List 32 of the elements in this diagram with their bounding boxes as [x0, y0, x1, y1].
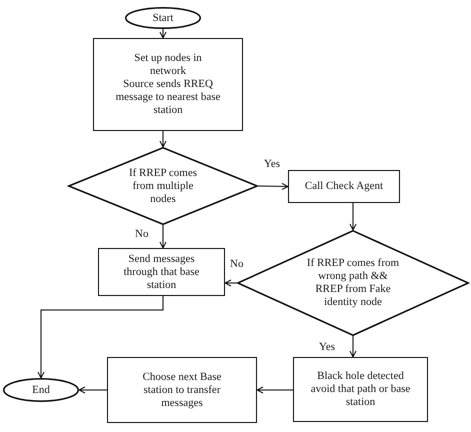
terminal-text: Start: [152, 12, 174, 24]
arrow: [78, 386, 108, 394]
arrow: [224, 280, 238, 286]
step-text: Black hole detected avoid that path or base station: [310, 370, 412, 409]
arrow: [256, 386, 294, 394]
terminal-ellipse: [125, 7, 201, 29]
arrow: [160, 224, 166, 248]
arrow: [350, 202, 356, 230]
process-box: [288, 170, 400, 203]
step-text: Choose next Base station to transfer messages: [142, 370, 222, 410]
process-box: [293, 357, 428, 422]
process-box: [107, 357, 257, 423]
step-text: Send messages through that base station: [122, 252, 200, 292]
edge-label: No: [229, 258, 244, 270]
step-text: Call Check Agent: [304, 180, 384, 193]
edge-label: No: [134, 228, 150, 240]
step-text: Set up nodes in network: [133, 52, 203, 78]
arrow: [258, 182, 288, 190]
condition-text: If RREP comes from multiple nodes: [128, 166, 198, 206]
arrow: [350, 336, 356, 358]
process-box: [98, 248, 225, 296]
terminal-text: End: [32, 384, 50, 396]
arrow: [160, 130, 166, 148]
decision-diamond: [68, 147, 258, 225]
step-text: Source sends RREQ message to nearest base station: [114, 78, 222, 117]
edge-label: Yes: [318, 341, 336, 353]
process-box: [93, 38, 243, 131]
arrow: [160, 28, 166, 38]
edge-label: Yes: [263, 158, 282, 170]
terminal-ellipse: [3, 378, 79, 402]
arrow: [38, 296, 164, 378]
condition-text: If RREP comes from wrong path && RREP from Fake identity node: [306, 257, 400, 309]
